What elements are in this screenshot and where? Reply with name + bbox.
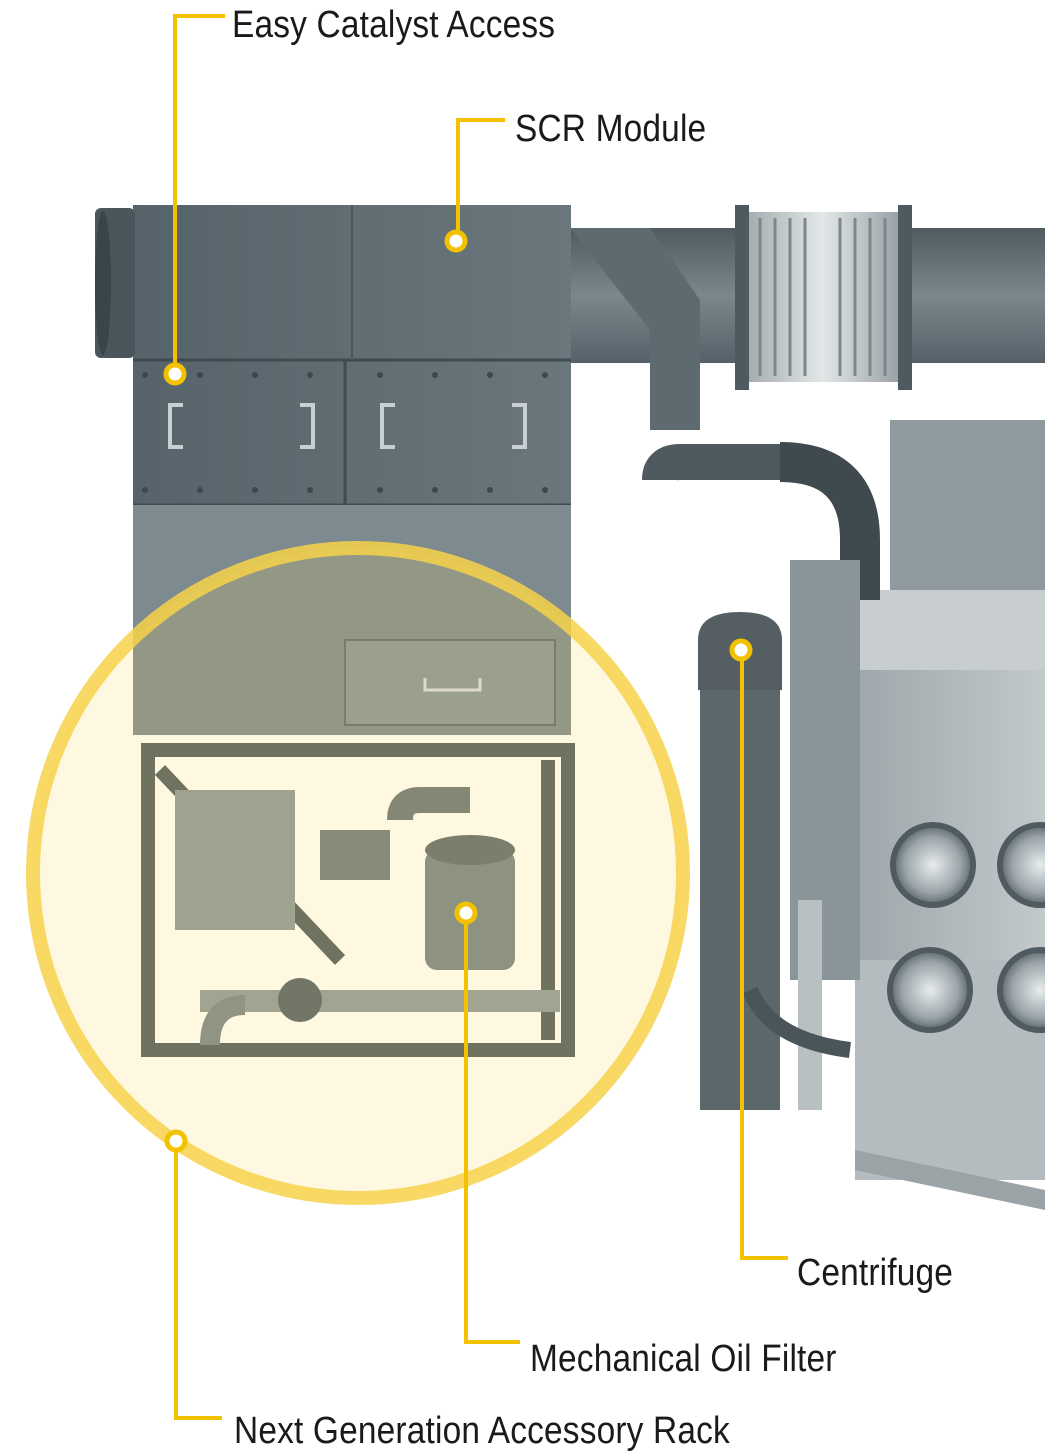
marker-easy-catalyst bbox=[163, 362, 187, 386]
leader-scr-module bbox=[456, 118, 505, 238]
rack-pipework bbox=[175, 787, 560, 1046]
exhaust-pipe bbox=[560, 205, 1045, 430]
centrifuge-label: Centrifuge bbox=[797, 1252, 954, 1294]
leader-rack bbox=[174, 1141, 222, 1420]
marker-oil-filter bbox=[454, 901, 478, 925]
leader-oil-filter bbox=[464, 912, 520, 1344]
scr-module-body bbox=[95, 205, 571, 735]
marker-centrifuge bbox=[729, 638, 753, 662]
leader-easy-catalyst bbox=[173, 14, 225, 370]
easy-catalyst-access-label: Easy Catalyst Access bbox=[232, 4, 556, 46]
highlight-ring bbox=[26, 541, 690, 1205]
engine-block bbox=[855, 420, 1045, 1210]
marker-rack bbox=[164, 1129, 188, 1153]
leader-centrifuge bbox=[740, 651, 788, 1260]
mechanical-oil-filter-label: Mechanical Oil Filter bbox=[530, 1338, 837, 1380]
callout-markers bbox=[163, 229, 753, 1153]
scr-module-label: SCR Module bbox=[515, 108, 707, 150]
engine-pipework bbox=[642, 442, 880, 1110]
marker-scr-module bbox=[444, 229, 468, 253]
accessory-rack-label: Next Generation Accessory Rack bbox=[234, 1410, 730, 1452]
callout-leaders bbox=[173, 14, 788, 1420]
